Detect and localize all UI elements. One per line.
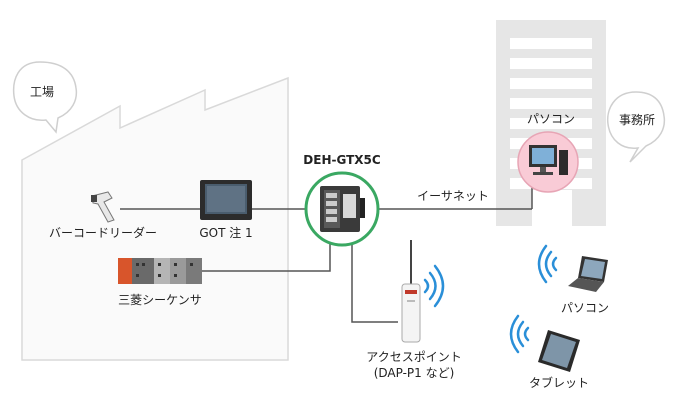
- ethernet-label: イーサネット: [417, 189, 489, 203]
- factory-bubble: [12, 61, 78, 134]
- switch-icon: [320, 186, 365, 232]
- plc-icon: [118, 258, 202, 284]
- factory-label: 工場: [29, 85, 55, 99]
- got-panel-icon: [200, 180, 252, 220]
- office-label: 事務所: [618, 113, 656, 127]
- wifi-waves-laptop: [537, 244, 558, 284]
- switch-label: DEH-GTX5C: [303, 153, 381, 167]
- factory-building: [21, 76, 289, 361]
- office-pc-label: パソコン: [526, 112, 576, 126]
- tablet-icon: [538, 330, 580, 372]
- plc-label: 三菱シーケンサ: [118, 293, 202, 307]
- wifi-waves-ap: [423, 264, 445, 308]
- office-bubble: [606, 91, 666, 163]
- wifi-waves-tablet: [509, 314, 530, 354]
- barcode-reader-icon: [91, 191, 115, 223]
- network-links: [120, 182, 533, 323]
- access-point-label: アクセスポイント: [366, 350, 462, 364]
- access-point-note: (DAP-P1 など): [373, 366, 455, 380]
- got-label: GOT 注 1: [199, 226, 253, 240]
- access-point-icon: [401, 240, 421, 343]
- desktop-pc-icon: [529, 145, 568, 175]
- tablet-label: タブレット: [528, 376, 590, 390]
- laptop-label: パソコン: [560, 301, 610, 315]
- barcode-reader-label: バーコードリーダー: [48, 226, 158, 240]
- laptop-icon: [568, 256, 608, 292]
